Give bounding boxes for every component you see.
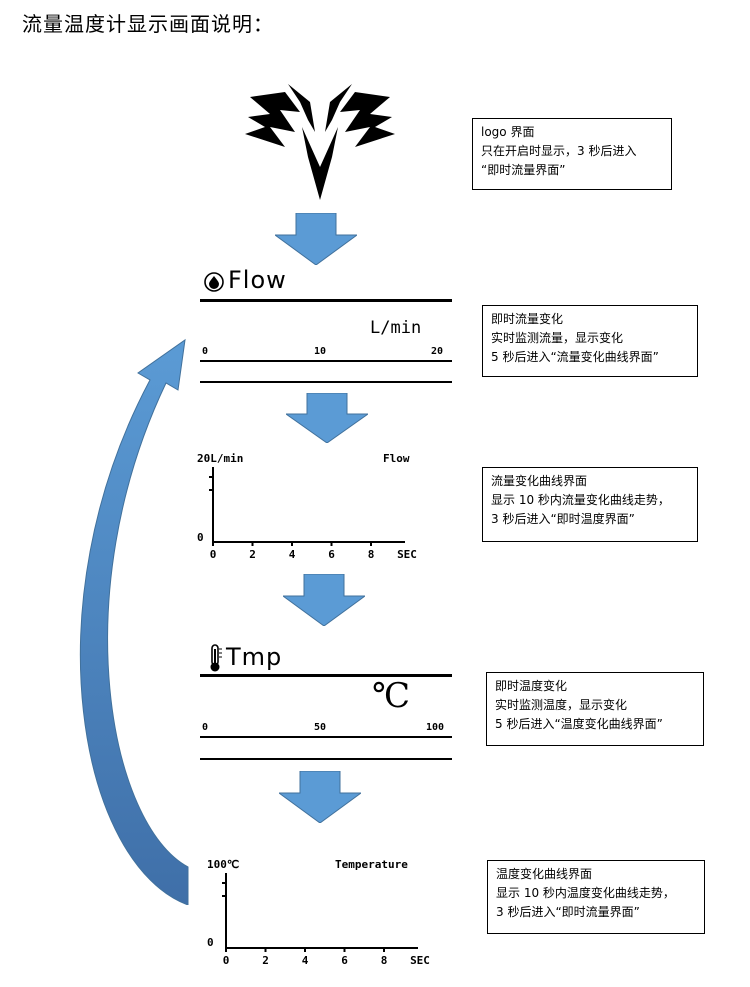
page-title: 流量温度计显示画面说明： [22, 12, 274, 36]
note-temp-curve-line2: 3 秒后进入“即时流量界面” [496, 905, 640, 919]
note-flow-live-title: 即时流量变化 [491, 312, 564, 326]
flow-drop-icon [204, 272, 224, 292]
flow-unit: L/min [370, 318, 422, 338]
temp-screen-title: Tmp [226, 643, 283, 671]
note-flow-live-line2: 5 秒后进入“流量变化曲线界面” [491, 350, 659, 364]
flow-chart-x-tick-label: 8 [368, 548, 375, 561]
flow-chart-y-label: 20L/min [197, 452, 244, 465]
temp-chart-series-label: Temperature [335, 858, 408, 871]
note-flow-live-line1: 实时监测流量，显示变化 [491, 331, 624, 345]
flow-screen-title: Flow [228, 266, 287, 294]
note-logo-title: logo 界面 [481, 125, 535, 139]
temp-scale-rule [200, 736, 452, 738]
thermometer-icon [210, 644, 222, 672]
flow-chart-series-label: Flow [383, 452, 410, 465]
temp-bottom-rule [200, 758, 452, 760]
flow-chart-x-tick-label: 2 [249, 548, 256, 561]
temp-scale-mid: 50 [314, 722, 327, 733]
flow-chart-x-tick-label: 4 [289, 548, 296, 561]
temp-chart-y-zero: 0 [207, 936, 214, 949]
flow-chart-y-zero: 0 [197, 531, 204, 544]
temp-chart-y-label: 100℃ [207, 858, 240, 871]
note-temp-curve-title: 温度变化曲线界面 [496, 867, 593, 881]
temp-chart-x-tick-label: 0 [223, 954, 230, 967]
temp-chart-x-tick-label: 8 [381, 954, 388, 967]
temp-chart-x-unit: SEC [410, 954, 430, 967]
temp-chart-x-tick-label: 4 [302, 954, 309, 967]
note-flow-curve: 流量变化曲线界面 显示 10 秒内流量变化曲线走势， 3 秒后进入“即时温度界面… [482, 467, 698, 542]
flow-chart-x-tick-label: 0 [210, 548, 217, 561]
flow-scale-mid: 10 [314, 346, 327, 357]
temp-scale-max: 100 [426, 722, 445, 733]
note-flow-live: 即时流量变化 实时监测流量，显示变化 5 秒后进入“流量变化曲线界面” [482, 305, 698, 377]
down-arrow-3 [283, 574, 365, 626]
note-temp-live-line2: 5 秒后进入“温度变化曲线界面” [495, 717, 663, 731]
down-arrow-1 [275, 213, 357, 265]
down-arrow-2 [286, 393, 368, 443]
note-temp-live: 即时温度变化 实时监测温度，显示变化 5 秒后进入“温度变化曲线界面” [486, 672, 704, 746]
note-flow-curve-title: 流量变化曲线界面 [491, 474, 588, 488]
temp-chart-axes: 0 2 4 6 8 SEC [222, 873, 430, 967]
flow-chart-x-unit: SEC [397, 548, 417, 561]
flow-top-rule [200, 299, 452, 302]
flow-chart-axes: 0 2 4 6 8 SEC [209, 467, 417, 561]
flow-scale-rule [200, 360, 452, 362]
logo-emblem-icon [245, 84, 395, 200]
note-logo-screen: logo 界面 只在开启时显示，3 秒后进入 “即时流量界面” [472, 118, 672, 190]
temp-chart-x-tick-label: 2 [262, 954, 269, 967]
flow-scale-max: 20 [431, 346, 444, 357]
down-arrow-4 [279, 771, 361, 823]
note-temp-curve-line1: 显示 10 秒内温度变化曲线走势， [496, 886, 675, 900]
temp-unit: ℃ [372, 676, 411, 716]
temp-top-rule [200, 674, 452, 677]
return-loop-arrow [79, 338, 189, 905]
flow-scale-min: 0 [202, 346, 209, 357]
note-flow-curve-line2: 3 秒后进入“即时温度界面” [491, 512, 635, 526]
note-temp-curve: 温度变化曲线界面 显示 10 秒内温度变化曲线走势， 3 秒后进入“即时流量界面… [487, 860, 705, 934]
temp-scale-min: 0 [202, 722, 209, 733]
note-logo-line2: “即时流量界面” [481, 163, 566, 177]
flow-chart-x-tick-label: 6 [328, 548, 335, 561]
temp-chart-x-tick-label: 6 [341, 954, 348, 967]
note-logo-line1: 只在开启时显示，3 秒后进入 [481, 144, 637, 158]
note-temp-live-title: 即时温度变化 [495, 679, 568, 693]
note-temp-live-line1: 实时监测温度，显示变化 [495, 698, 628, 712]
flow-bottom-rule [200, 381, 452, 383]
note-flow-curve-line1: 显示 10 秒内流量变化曲线走势， [491, 493, 670, 507]
